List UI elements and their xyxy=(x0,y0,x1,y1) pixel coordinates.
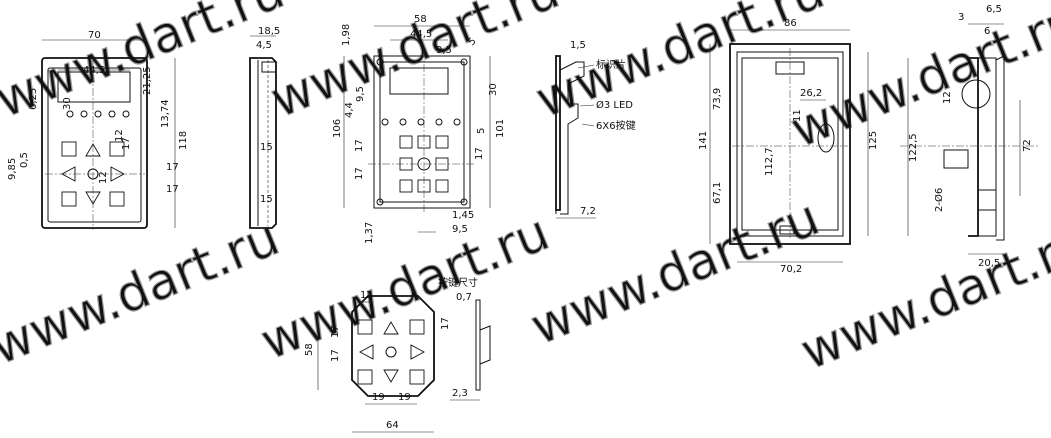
dim-label: 17 xyxy=(440,317,451,330)
keypad-view xyxy=(351,295,491,397)
dim-label: 118 xyxy=(178,131,189,150)
dim-label: 141 xyxy=(698,131,709,150)
dim-label: 1,37 xyxy=(364,222,375,244)
panel-led-row xyxy=(381,118,461,126)
dim-label: 30 xyxy=(62,97,73,110)
right-section-dimensions: 3 6,5 6 12 122,5 72 2-Ø6 20,5 xyxy=(907,4,1033,269)
side-view xyxy=(249,57,277,229)
side-view-dimensions: 18,5 4,5 15 15 xyxy=(250,26,280,205)
dim-label: 72 xyxy=(1022,139,1033,152)
dim-label: 12 xyxy=(98,171,109,184)
note-label: Ø3 LED xyxy=(596,99,633,111)
dim-label: 44,5 xyxy=(83,65,105,76)
dim-label: 1,45 xyxy=(452,210,474,221)
dim-label: 17 xyxy=(474,147,485,160)
dim-label: 58 xyxy=(304,343,315,356)
dim-label: 17 xyxy=(354,139,365,152)
dim-label: 12 xyxy=(360,290,373,301)
section-view xyxy=(555,55,585,215)
dim-label: 17 xyxy=(166,162,179,173)
dim-label: 9,5 xyxy=(436,45,452,56)
front-inner-outline xyxy=(47,67,142,223)
dim-label: 122,5 xyxy=(908,133,919,162)
note-label: 标识片 xyxy=(596,58,626,71)
dim-label: 17 xyxy=(166,184,179,195)
dim-label: 9,85 xyxy=(7,158,18,180)
watermark: www.dart.ru xyxy=(0,208,287,376)
dim-label: 15 xyxy=(260,194,273,205)
section-view-dimensions: 1,5 标识片 Ø3 LED 6X6按键 7,2 xyxy=(556,40,636,219)
note-label: 按键尺寸 xyxy=(438,276,478,289)
dim-label: 6,25 xyxy=(28,88,39,110)
box-cable-hole xyxy=(817,123,835,153)
panel-label-area xyxy=(389,67,449,95)
right-section-view xyxy=(900,55,1040,241)
dim-label: 125 xyxy=(868,131,879,150)
watermark: www.dart.ru xyxy=(0,0,292,129)
dim-label: 2-Ø6 xyxy=(933,188,945,212)
dim-label: 64 xyxy=(386,420,399,431)
panel-view xyxy=(368,50,476,214)
dim-label: 58 xyxy=(414,14,427,25)
note-label: 6X6按键 xyxy=(596,119,636,132)
front-led-row xyxy=(66,110,130,118)
dim-label: 73,9 xyxy=(712,88,723,110)
dim-label: 67,1 xyxy=(712,182,723,204)
dim-label: 15 xyxy=(260,142,273,153)
dim-label: 3 xyxy=(958,12,964,23)
dim-label: 17 xyxy=(330,325,341,338)
dim-label: 21,25 xyxy=(142,66,153,95)
dim-label: 44,5 xyxy=(410,29,432,40)
front-view-dimensions: 70 44,5 21,25 6,25 30 13,74 12 118 9,85 … xyxy=(7,30,189,228)
front-label-window xyxy=(57,71,131,103)
dim-label: 1,5 xyxy=(570,40,586,51)
dim-label: 9,5 xyxy=(452,224,468,235)
dim-label: 2,3 xyxy=(452,388,468,399)
dim-label: 1,98 xyxy=(341,24,352,46)
dim-label: 19 xyxy=(398,392,411,403)
front-view xyxy=(41,57,148,230)
dim-label: 7,2 xyxy=(580,206,596,217)
panel-outline xyxy=(373,55,471,209)
dim-label: 17 xyxy=(330,349,341,362)
right-section-hole xyxy=(961,79,991,109)
dim-label: 86 xyxy=(784,18,797,29)
dim-label: 9,5 xyxy=(355,86,366,102)
dim-label: 4,4 xyxy=(344,102,355,118)
dim-label: 6 xyxy=(984,26,990,37)
dim-label: 11 xyxy=(792,109,803,122)
dim-label: 20,5 xyxy=(978,258,1000,269)
dim-label: 4,5 xyxy=(256,40,272,51)
dim-label: 26,2 xyxy=(800,88,822,99)
box-outline xyxy=(729,43,851,245)
watermark: www.dart.ru xyxy=(253,203,557,371)
dim-label: 101 xyxy=(495,119,506,138)
dim-label: 13,74 xyxy=(160,99,171,128)
dim-label: 17 xyxy=(121,137,132,150)
dim-label: 12 xyxy=(114,129,125,142)
dim-label: 5 xyxy=(476,128,487,134)
dim-label: 70 xyxy=(88,30,101,41)
dim-label: 0,5 xyxy=(19,152,30,168)
dim-label: 30 xyxy=(488,83,499,96)
dim-label: 0,7 xyxy=(456,292,472,303)
dim-label: 112,7 xyxy=(764,147,775,176)
box-view-dimensions: 86 73,9 26,2 141 11 112,7 67,1 125 70,2 xyxy=(698,18,879,275)
watermark: www.dart.ru xyxy=(793,213,1051,381)
dim-label: 17 xyxy=(354,167,365,180)
front-outline xyxy=(41,57,148,229)
box-view xyxy=(729,43,851,245)
dim-label: 106 xyxy=(332,119,343,138)
dim-label: 19 xyxy=(372,392,385,403)
dim-label: 70,2 xyxy=(780,264,802,275)
dim-label: 12 xyxy=(942,91,953,104)
dim-label: 6,5 xyxy=(986,4,1002,15)
keypad-outline xyxy=(351,295,435,397)
keypad-view-dimensions: 12 17 17 58 17 19 19 64 按键尺寸 0,7 2,3 xyxy=(304,276,480,433)
watermark-layer: www.dart.ru www.dart.ru www.dart.ru www.… xyxy=(0,0,1051,382)
side-outline xyxy=(249,57,277,229)
dim-label: 18,5 xyxy=(258,26,280,37)
